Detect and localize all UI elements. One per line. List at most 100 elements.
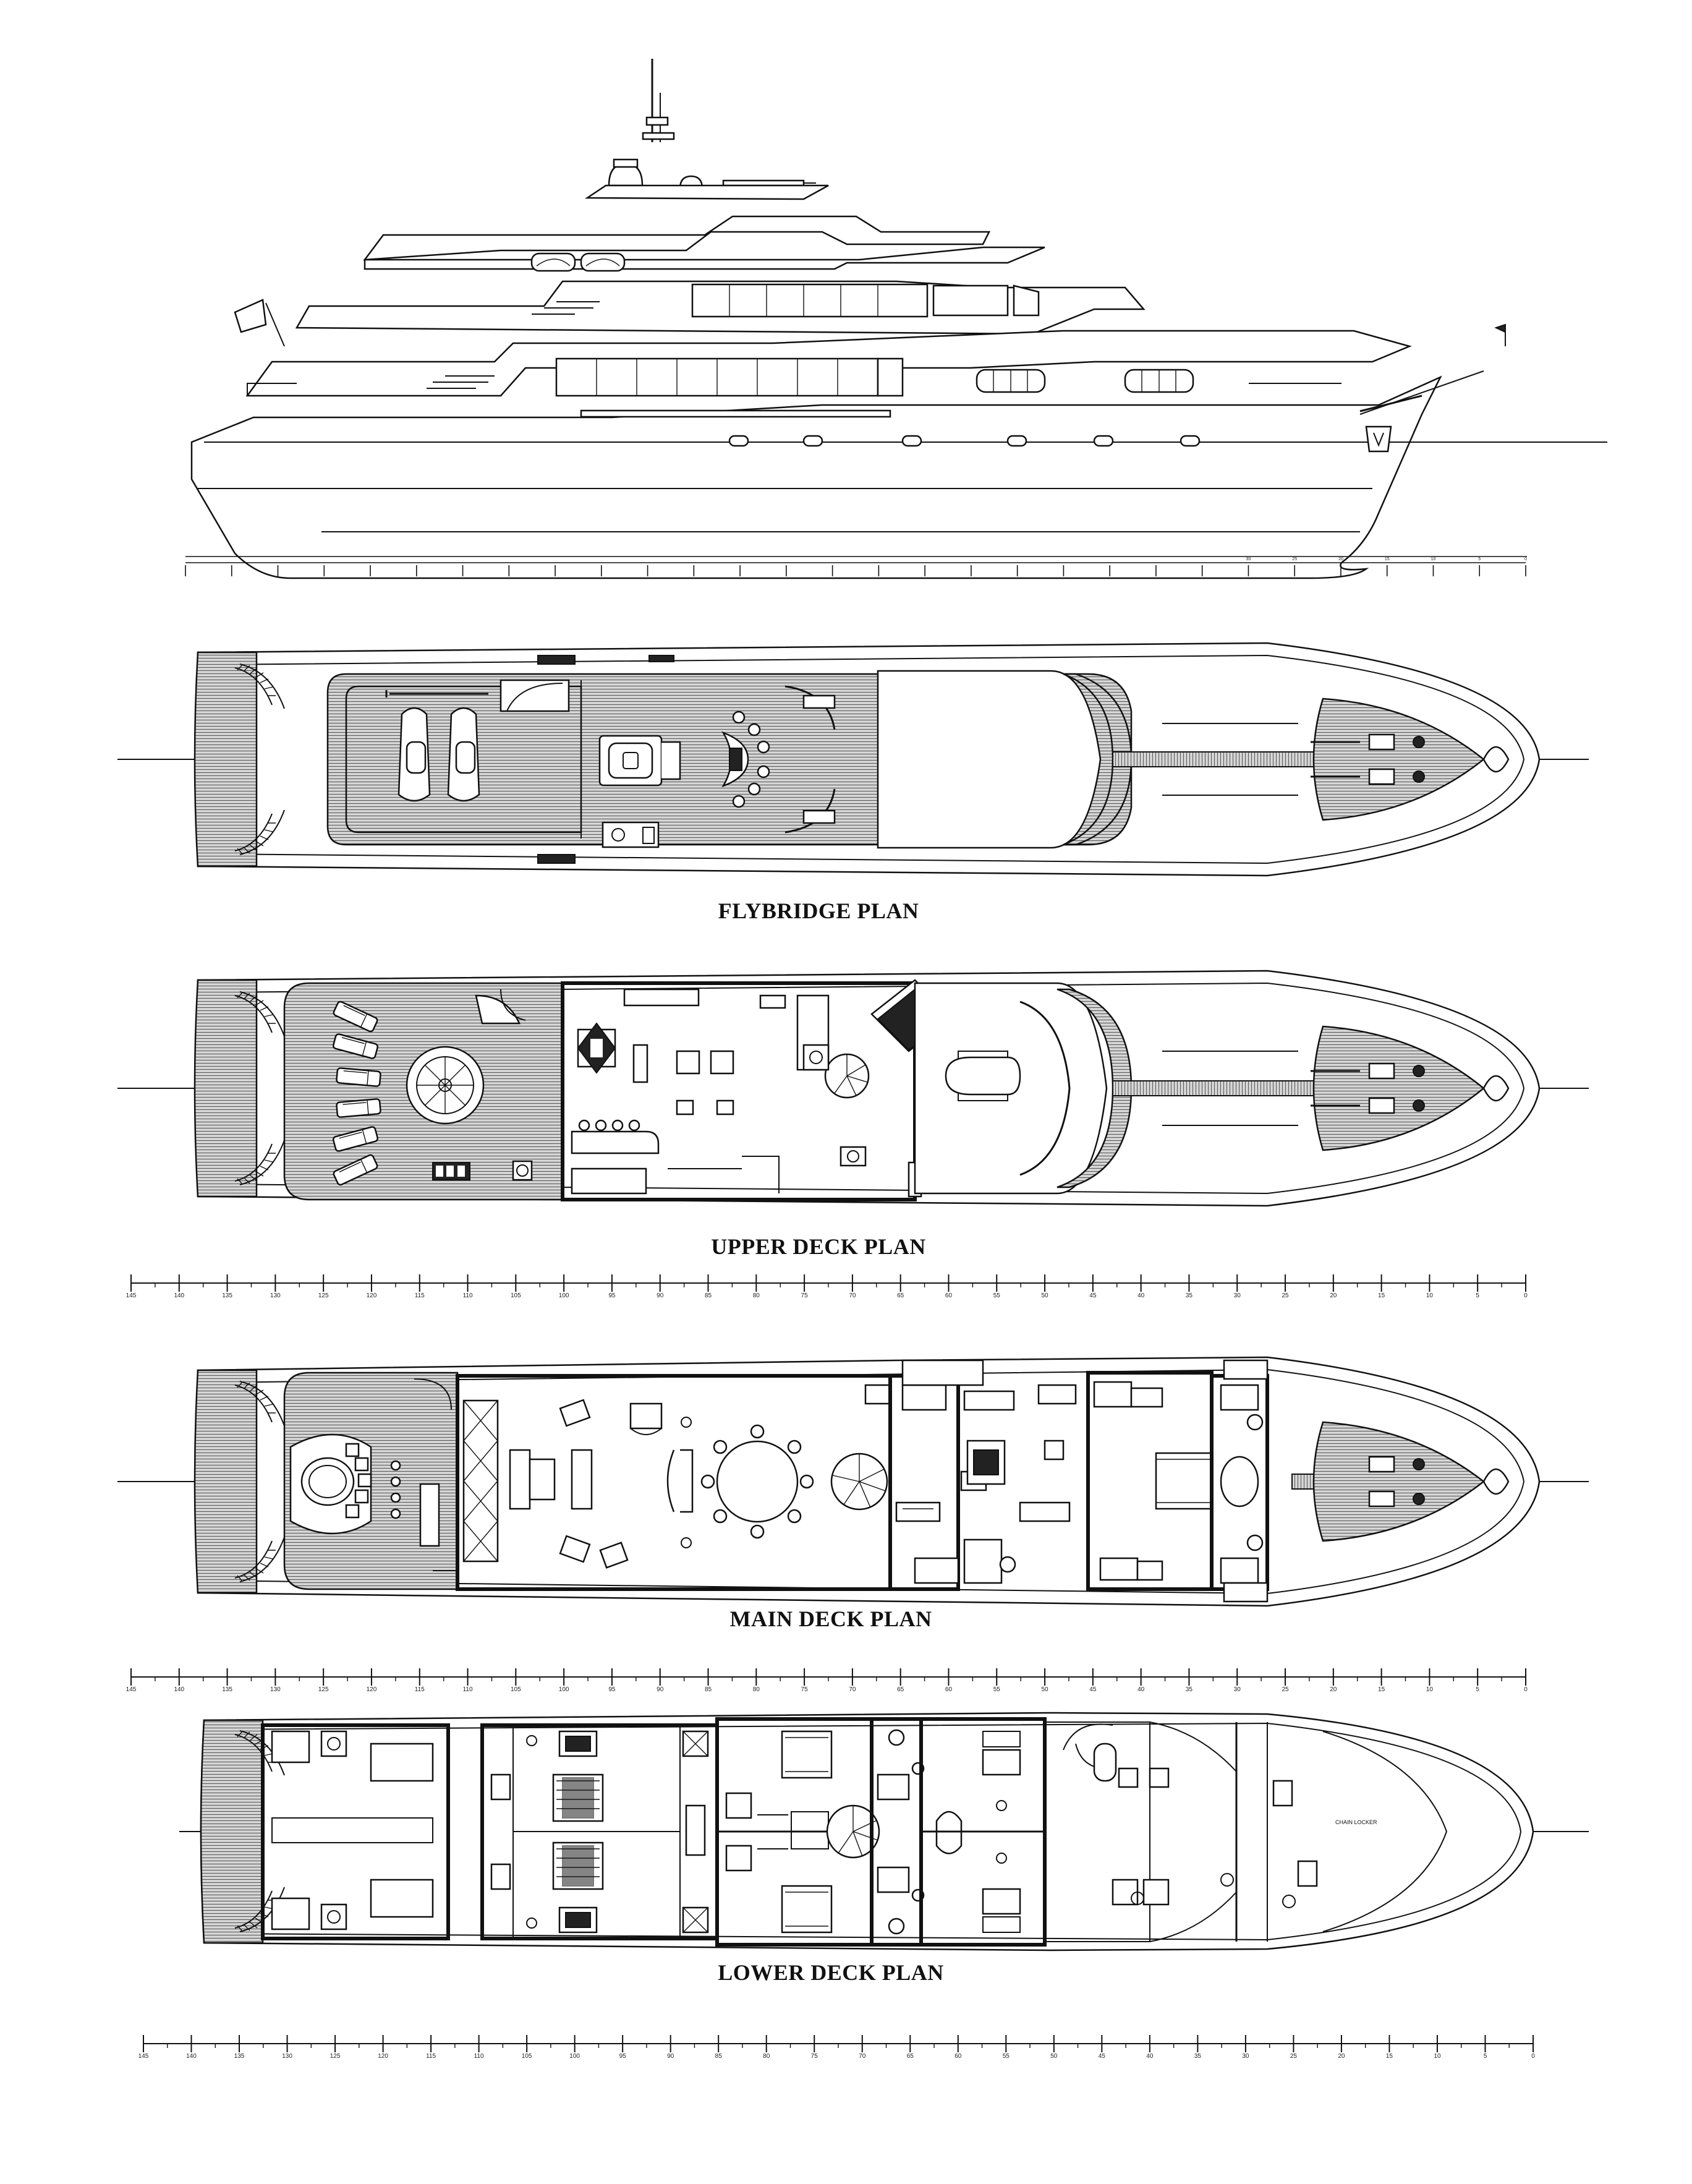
scale-tick-label: 70 [849,1686,856,1693]
scale-tick-label: 125 [330,2053,341,2060]
profile-scale-label: 5 [1478,557,1481,561]
scale-tick-label: 100 [569,2053,580,2060]
scale-tick-label: 130 [270,1686,281,1693]
lower-deck-plan-title: LOWER DECK PLAN [718,1960,944,1985]
radar-mast [584,59,829,200]
scale-tick-label: 135 [222,1686,232,1693]
scale-tick-label: 135 [222,1292,232,1299]
saloon-sofas [509,1449,593,1510]
scale-tick-label: 100 [559,1292,569,1299]
anchor-windlass [1311,733,1425,785]
hull-profile [190,375,1442,579]
scale-tick-label: 50 [1042,1686,1049,1693]
scale-tick-label: 0 [1531,2053,1535,2060]
scale-tick-label: 110 [463,1686,473,1693]
tender-cradles [530,252,626,272]
chain-locker-label: CHAIN LOCKER [1335,1819,1377,1825]
guest-berth-port [781,1730,833,1779]
bow-flag [1494,323,1506,346]
scale-tick-label: 145 [126,1292,137,1299]
scale-tick-label: 60 [945,1292,953,1299]
scale-tick-label: 135 [234,2053,245,2060]
scale-tick-label: 35 [1186,1292,1193,1299]
scale-tick-label: 55 [993,1292,1001,1299]
scale-tick-label: 30 [1242,2053,1249,2060]
upper-deck-plan-title: UPPER DECK PLAN [711,1234,926,1259]
scale-tick-label: 105 [511,1686,521,1693]
scale-tick-label: 115 [415,1292,425,1299]
scale-tick-label: 85 [705,1686,712,1693]
scale-tick-label: 130 [270,1292,281,1299]
crew-mess-seat [1093,1743,1117,1782]
scale-tick-label: 120 [378,2053,388,2060]
scale-tick-label: 80 [753,1292,760,1299]
scale-tick-label: 40 [1137,1292,1145,1299]
scale-tick-label: 30 [1234,1686,1241,1693]
upper-deck-plan: UPPER DECK PLAN [117,970,1589,1259]
scale-tick-label: 35 [1194,2053,1202,2060]
scale-tick-label: 0 [1524,1686,1528,1693]
scale-tick-label: 25 [1282,1686,1289,1693]
scale-tick-label: 110 [463,1292,473,1299]
flybridge-plan: FLYBRIDGE PLAN [117,642,1589,923]
bathtub [1220,1456,1259,1508]
scale-tick-label: 130 [282,2053,292,2060]
scale-tick-label: 140 [174,1292,184,1299]
profile-scale-label: 20 [1338,557,1343,561]
scale-tick-label: 85 [715,2053,723,2060]
scale-tick-label: 10 [1426,1686,1434,1693]
profile-scale-label: 25 [1292,557,1297,561]
guest-berth-starboard [781,1885,833,1934]
scale-tick-label: 70 [849,1292,856,1299]
generators [558,1730,598,1934]
scale-tick-label: 75 [801,1686,809,1693]
main-deck-plan: MAIN DECK PLAN [117,1356,1589,1631]
scale-tick-label: 15 [1386,2053,1393,2060]
scale-tick-label: 80 [763,2053,770,2060]
scale-tick-label: 20 [1330,1292,1337,1299]
upper-deck-windows [532,283,1040,318]
upper-deck-grill [432,1160,533,1181]
scale-tick-label: 115 [415,1686,425,1693]
scale-tick-label: 45 [1089,1686,1097,1693]
bar-counter [571,1119,660,1195]
flybridge-superstructure [363,215,991,261]
scale-tick-label: 90 [657,1686,664,1693]
scale-tick-label: 105 [511,1292,521,1299]
hull-portholes [580,409,1201,447]
scale-tick-label: 45 [1099,2053,1106,2060]
ensign-flag [234,299,285,347]
scale-tick-label: 140 [174,1686,184,1693]
scale-tick-label: 125 [318,1292,329,1299]
scale-tick-label: 115 [426,2053,436,2060]
galley [963,1384,1077,1522]
foredeck [1312,697,1486,821]
bar-stools [732,710,770,808]
scale-tick-label: 40 [1146,2053,1154,2060]
scale-tick-label: 0 [1524,1292,1528,1299]
scale-tick-label: 50 [1042,1292,1049,1299]
scale-tick-label: 5 [1476,1292,1479,1299]
main-deck-windows [427,357,1194,397]
scale-tick-label: 65 [897,1686,904,1693]
scale-tick-label: 65 [907,2053,914,2060]
scale-tick-label: 145 [126,1686,137,1693]
jet-skis [397,707,480,802]
scale-tick-label: 75 [811,2053,818,2060]
scale-tick-label: 95 [608,1686,616,1693]
scale-tick-label: 90 [667,2053,674,2060]
game-table [577,1022,616,1074]
scale-tick-label: 45 [1089,1292,1097,1299]
scale-tick-label: 60 [945,1686,953,1693]
scale-tick-label: 120 [367,1292,377,1299]
scale-tick-label: 85 [705,1292,712,1299]
scale-tick-label: 55 [1003,2053,1010,2060]
swim-platform [193,651,258,868]
scale-tick-label: 140 [186,2053,197,2060]
scale-tick-label: 90 [657,1292,664,1299]
scale-tick-label: 95 [619,2053,627,2060]
